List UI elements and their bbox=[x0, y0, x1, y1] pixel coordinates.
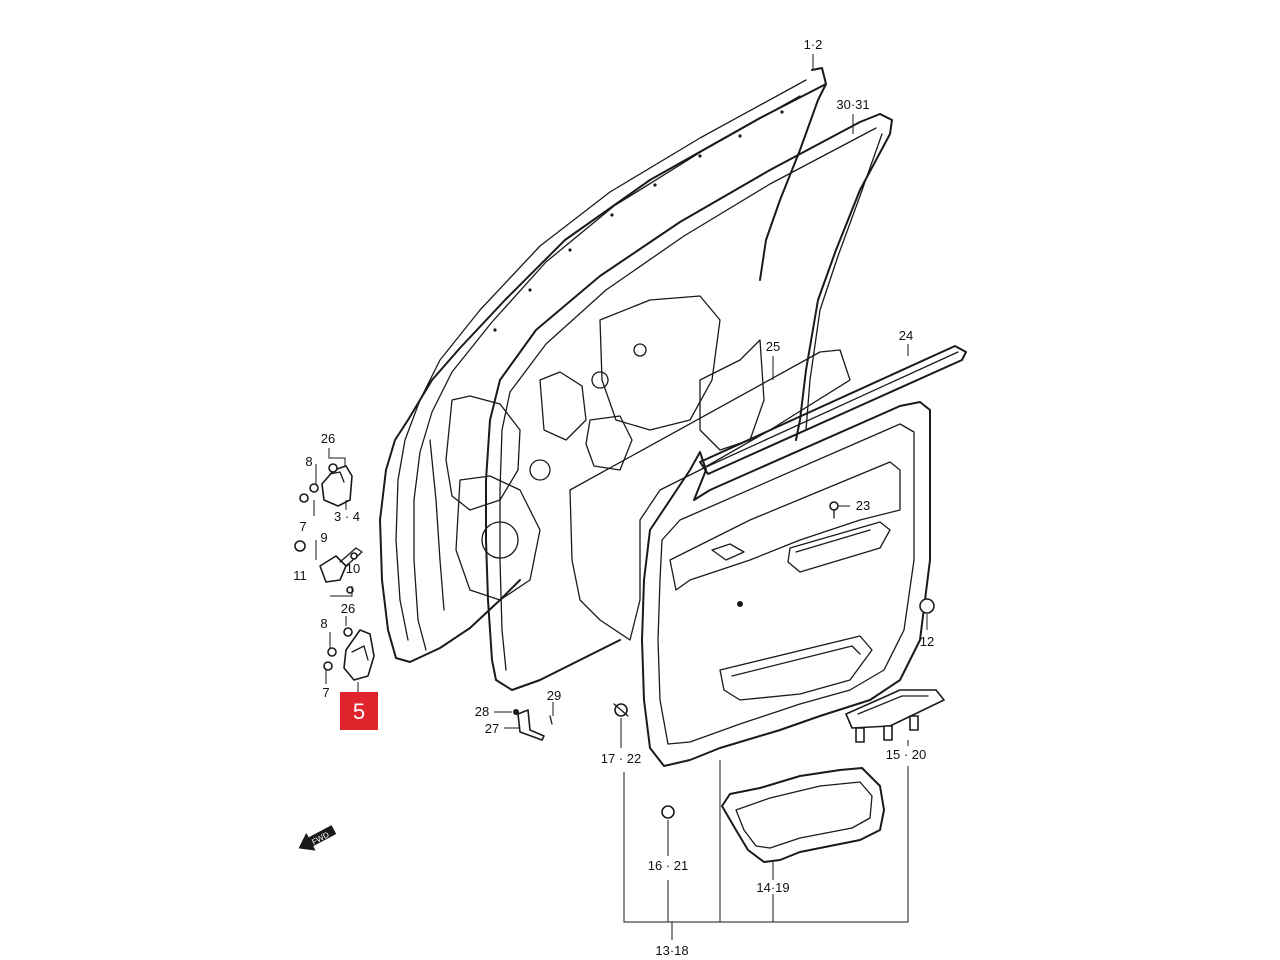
label-24: 24 bbox=[899, 328, 913, 343]
label-25: 25 bbox=[766, 339, 780, 354]
label-23: 23 bbox=[856, 498, 870, 513]
door-shell bbox=[379, 67, 827, 663]
door-weatherstrip bbox=[485, 113, 893, 691]
label-26-lower: 26 bbox=[341, 601, 355, 616]
label-28: 28 bbox=[475, 704, 489, 719]
switch-bezel bbox=[845, 689, 945, 743]
door-pocket bbox=[721, 767, 885, 863]
label-11: 11 bbox=[293, 568, 307, 583]
sealing-cover bbox=[569, 349, 851, 641]
screw-16-21 bbox=[661, 805, 675, 819]
leader-lines bbox=[313, 54, 928, 940]
label-16-21: 16 · 21 bbox=[648, 858, 688, 873]
label-7-upper: 7 bbox=[299, 519, 306, 534]
fastener-23 bbox=[829, 501, 839, 519]
label-26-upper: 26 bbox=[321, 431, 335, 446]
label-8-upper: 8 bbox=[305, 454, 312, 469]
hinge-upper bbox=[299, 463, 353, 507]
label-10: 10 bbox=[346, 561, 360, 576]
label-1-2: 1·2 bbox=[804, 37, 823, 52]
label-27: 27 bbox=[485, 721, 499, 736]
label-13-18: 13·18 bbox=[655, 943, 688, 958]
label-8-lower: 8 bbox=[320, 616, 327, 631]
clip-12 bbox=[919, 598, 935, 614]
label-30-31: 30·31 bbox=[836, 97, 869, 112]
label-3-4: 3 · 4 bbox=[334, 509, 360, 524]
label-7-lower: 7 bbox=[322, 685, 329, 700]
door-trim-panel bbox=[641, 401, 931, 767]
label-17-22: 17 · 22 bbox=[601, 751, 641, 766]
part-labels: 1·2 30·31 25 24 23 12 26 8 7 3 · 4 9 11 … bbox=[293, 37, 934, 958]
highlight-label: 5 bbox=[353, 699, 365, 724]
label-29: 29 bbox=[547, 688, 561, 703]
highlight-part-5: 5 bbox=[340, 692, 378, 730]
door-check bbox=[294, 540, 363, 594]
fwd-arrow-icon: FWD bbox=[298, 825, 337, 851]
highlight-box bbox=[340, 692, 378, 730]
bracket-27 bbox=[513, 709, 553, 741]
label-12: 12 bbox=[920, 634, 934, 649]
hinge-lower bbox=[323, 627, 375, 681]
label-15-20: 15 · 20 bbox=[886, 747, 926, 762]
screw-17-22 bbox=[613, 703, 629, 717]
label-9: 9 bbox=[320, 530, 327, 545]
label-14-19: 14·19 bbox=[756, 880, 789, 895]
belt-moulding bbox=[699, 345, 967, 475]
